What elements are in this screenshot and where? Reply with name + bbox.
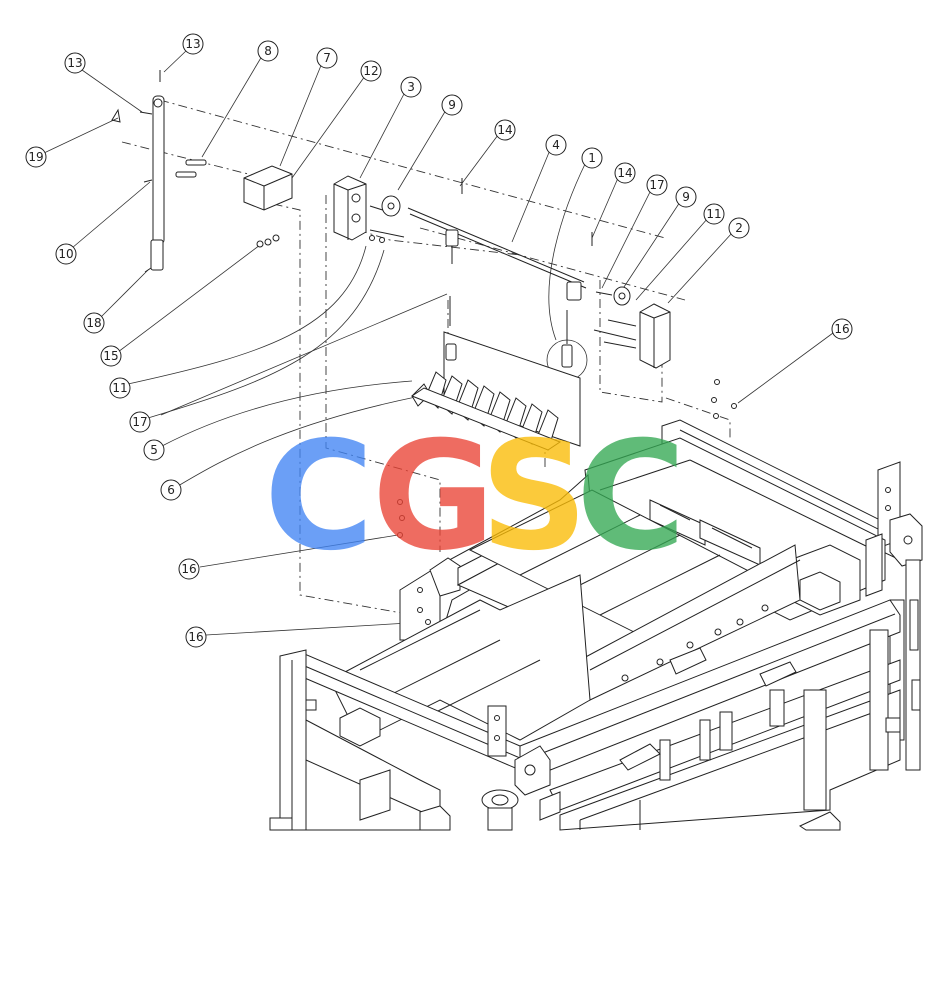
callout-c2: 2 [728, 217, 750, 239]
main-frame-assembly [269, 419, 923, 831]
callout-c17b: 17 [129, 411, 151, 433]
svg-text:9: 9 [682, 190, 690, 204]
callout-c3: 3 [400, 76, 422, 98]
plate-and-fingers-part [410, 296, 581, 451]
svg-text:11: 11 [112, 381, 127, 395]
callout-c14a: 14 [494, 119, 516, 141]
lever-arm-part [111, 70, 165, 273]
svg-text:8: 8 [264, 44, 272, 58]
svg-text:13: 13 [185, 37, 200, 51]
svg-text:3: 3 [407, 80, 415, 94]
leader-lines [43, 49, 834, 636]
nuts-16-part [711, 379, 737, 419]
svg-text:12: 12 [363, 64, 378, 78]
svg-text:11: 11 [706, 207, 721, 221]
svg-text:17: 17 [132, 415, 147, 429]
callout-c11a: 11 [703, 203, 725, 225]
callout-c8: 8 [257, 40, 279, 62]
svg-text:4: 4 [552, 138, 560, 152]
callout-c16a: 16 [831, 318, 853, 340]
callout-c19: 19 [25, 146, 47, 168]
callout-c10: 10 [55, 243, 77, 265]
svg-text:16: 16 [834, 322, 849, 336]
assembly-center-lines [121, 99, 731, 619]
callout-c14b: 14 [614, 162, 636, 184]
svg-text:14: 14 [497, 123, 512, 137]
frame-fasteners [397, 499, 431, 625]
svg-text:18: 18 [86, 316, 101, 330]
washer-9-left-part [381, 195, 401, 217]
svg-text:14: 14 [617, 166, 632, 180]
callout-c7: 7 [316, 47, 338, 69]
bearing-block-2-part [593, 303, 671, 369]
bracket-7-part [243, 165, 293, 248]
svg-text:2: 2 [735, 221, 743, 235]
svg-text:19: 19 [28, 150, 43, 164]
svg-text:7: 7 [323, 51, 331, 65]
bearing-block-3-part [333, 175, 405, 243]
svg-text:6: 6 [167, 483, 175, 497]
callout-c13a: 13 [64, 52, 86, 74]
svg-text:1: 1 [588, 151, 596, 165]
callout-c1: 1 [581, 147, 603, 169]
shaft-4-part [407, 178, 593, 301]
callout-c13b: 13 [182, 33, 204, 55]
washer-9-right-part [595, 286, 631, 306]
watermark-letter: S [480, 410, 588, 584]
svg-text:10: 10 [58, 247, 73, 261]
watermark-letter: G [372, 410, 495, 584]
cgsc-watermark: C G S C [264, 410, 686, 584]
callout-c16c: 16 [185, 626, 207, 648]
callout-c12: 12 [360, 60, 382, 82]
callout-c9b: 9 [675, 186, 697, 208]
svg-text:15: 15 [103, 349, 118, 363]
pin-parts [175, 159, 207, 178]
callout-c5: 5 [143, 439, 165, 461]
callout-c16b: 16 [178, 558, 200, 580]
callout-c4: 4 [545, 134, 567, 156]
svg-text:5: 5 [150, 443, 158, 457]
callout-c11b: 11 [109, 377, 131, 399]
callout-c18: 18 [83, 312, 105, 334]
callout-balloons: 13 13 19 10 18 8 7 12 3 9 14 4 1 14 17 9… [25, 33, 853, 648]
svg-text:9: 9 [448, 98, 456, 112]
watermark-letter: C [576, 410, 686, 584]
svg-text:17: 17 [649, 178, 664, 192]
callout-c17a: 17 [646, 174, 668, 196]
svg-text:16: 16 [188, 630, 203, 644]
watermark-letter: C [264, 410, 374, 584]
callout-c6: 6 [160, 479, 182, 501]
callout-c9a: 9 [441, 94, 463, 116]
svg-text:16: 16 [181, 562, 196, 576]
svg-text:13: 13 [67, 56, 82, 70]
callout-c15: 15 [100, 345, 122, 367]
